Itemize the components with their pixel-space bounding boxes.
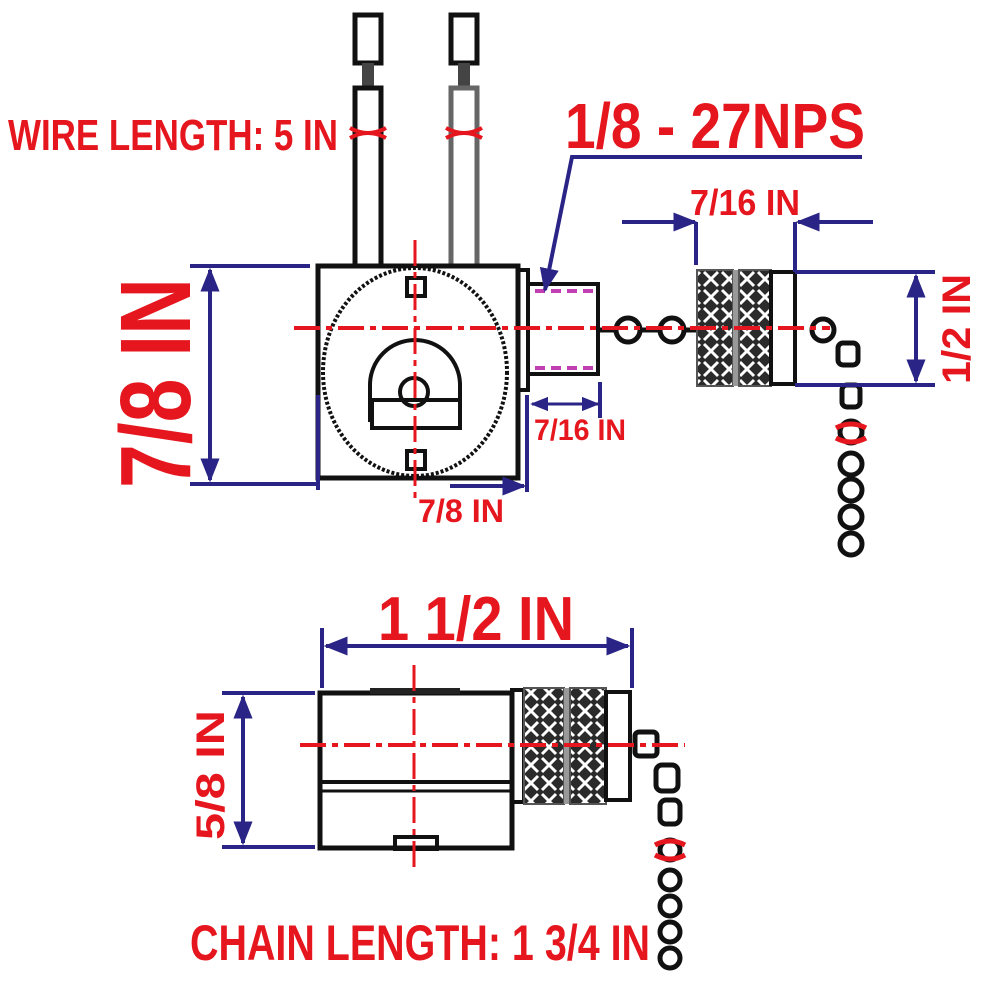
- wire-length-label: WIRE LENGTH: 5 IN: [8, 111, 338, 160]
- lead-wire-left: [349, 12, 387, 269]
- front-view: [190, 12, 935, 558]
- chain-length-label: CHAIN LENGTH: 1 3/4 IN: [190, 915, 650, 971]
- knob-diameter-label: 1/2 IN: [935, 274, 979, 384]
- wire-break-mark: [445, 126, 483, 140]
- body-width-label: 7/8 IN: [418, 493, 504, 529]
- lead-wire-right: [445, 12, 483, 269]
- thread-length-label: 7/16 IN: [534, 414, 626, 447]
- dim-overall-length: [320, 628, 634, 688]
- side-chain-break-mark: [653, 838, 687, 862]
- dim-knob-diameter: [795, 270, 935, 387]
- knob-length-label: 7/16 IN: [690, 182, 800, 223]
- dim-body-height: [190, 264, 320, 486]
- thread-spec-leader: [539, 155, 862, 293]
- dim-body-depth: [222, 691, 315, 849]
- chain-break-mark: [834, 421, 868, 445]
- body-depth-label: 5/8 IN: [189, 710, 233, 840]
- thread-spec-label: 1/8 - 27NPS: [565, 90, 865, 162]
- side-body: [317, 690, 515, 851]
- overall-length-label: 1 1/2 IN: [378, 585, 574, 654]
- dim-thread-length: [530, 382, 602, 418]
- dim-body-width: [316, 395, 529, 496]
- side-hanging-chain: [632, 729, 683, 971]
- body-height-label: 7/8 IN: [100, 278, 212, 488]
- dim-knob-length: [622, 212, 873, 272]
- wire-break-mark: [349, 126, 387, 140]
- side-view: [222, 628, 687, 971]
